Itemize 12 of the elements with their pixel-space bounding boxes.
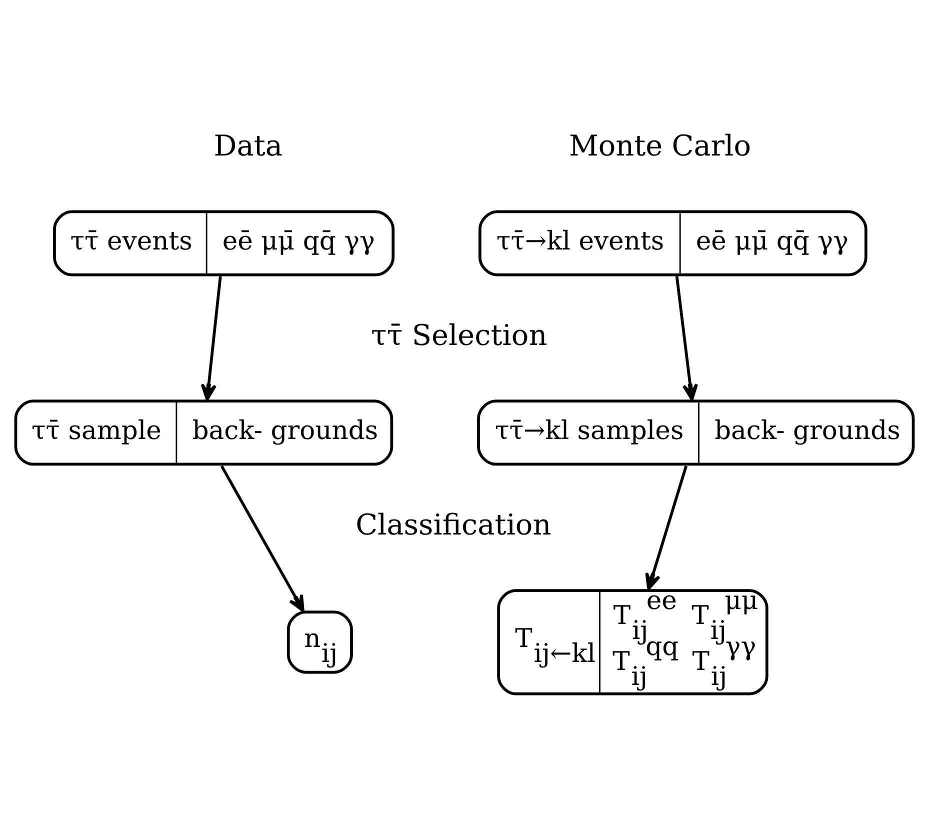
arrow [200,276,222,400]
label: ττ̄ Selection [371,318,548,352]
node-box: ττ̄ sample back- grounds [14,399,394,466]
arrow [675,276,698,400]
node-box: ττ̄ events eē μμ̄ qq̄ γγ [53,210,395,276]
node-box: ττ̄→kl samples back- grounds [477,399,915,466]
arrow [220,464,304,612]
label: Monte Carlo [569,128,751,162]
label: Data [214,128,283,162]
arrow [645,465,688,590]
node-box: ττ̄→kl events eē μμ̄ qq̄ γγ [478,210,868,276]
label: Classification [356,507,552,542]
